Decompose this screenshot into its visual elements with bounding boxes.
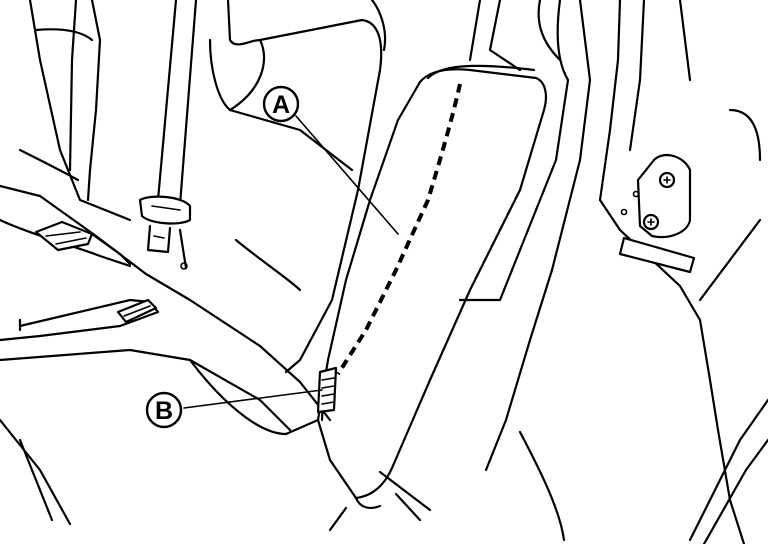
rear-seat-back bbox=[18, 0, 132, 222]
leader-line-b bbox=[183, 389, 323, 409]
folding-seat-panel bbox=[316, 64, 547, 532]
callout-a-label: A bbox=[272, 91, 290, 119]
callout-b: B bbox=[145, 391, 183, 429]
striker-plate bbox=[618, 153, 696, 274]
center-seat-back bbox=[208, 0, 387, 374]
floor-bracket bbox=[34, 220, 132, 266]
callout-b-label: B bbox=[155, 397, 173, 425]
fabric-strip bbox=[316, 366, 338, 414]
seat-cushion bbox=[0, 184, 332, 526]
leader-line-a bbox=[295, 115, 399, 235]
seat-belt bbox=[138, 0, 198, 270]
side-trim bbox=[458, 0, 768, 546]
callout-a: A bbox=[262, 85, 300, 123]
